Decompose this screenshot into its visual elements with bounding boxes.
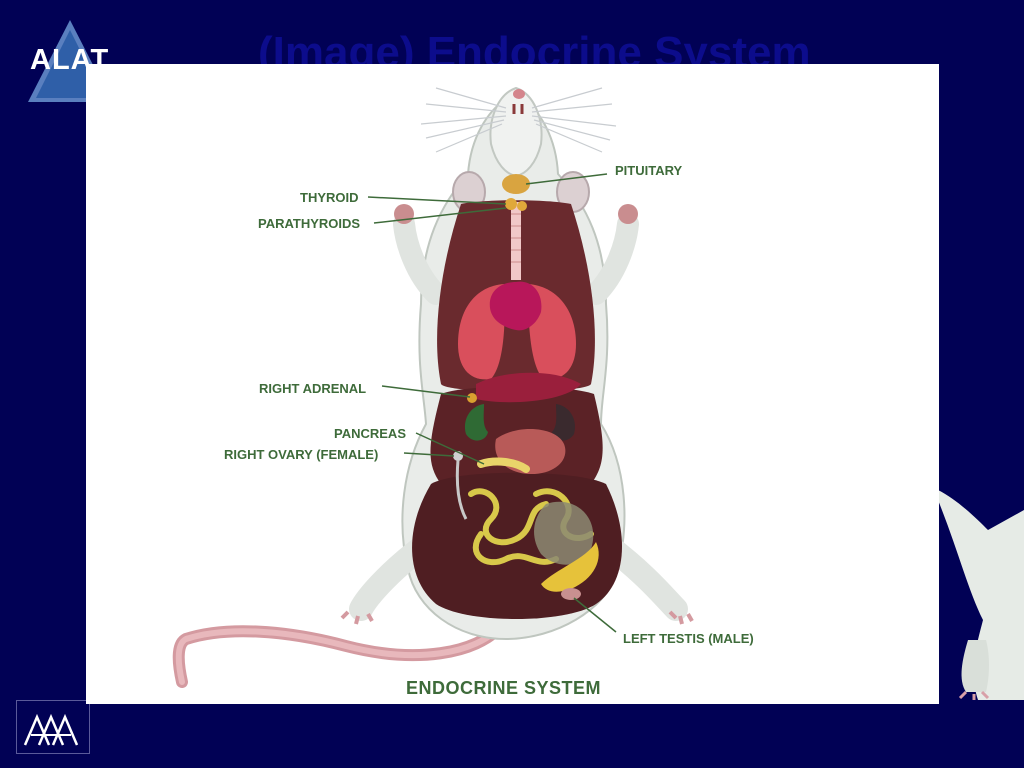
- side-rat-image: [938, 470, 1024, 700]
- label-thyroid: THYROID: [300, 190, 359, 205]
- diagram-caption: ENDOCRINE SYSTEM: [406, 678, 602, 698]
- label-parathyroids: PARATHYROIDS: [258, 216, 361, 231]
- label-right-adrenal: RIGHT ADRENAL: [259, 381, 367, 396]
- label-left-testis: LEFT TESTIS (MALE): [623, 631, 754, 646]
- label-pancreas: PANCREAS: [334, 426, 406, 441]
- footer-logo-icon: [16, 700, 90, 754]
- label-right-ovary: RIGHT OVARY (FEMALE): [224, 447, 379, 462]
- label-pituitary: PITUITARY: [615, 163, 683, 178]
- diagram-panel: PITUITARY THYROID PARATHYROIDS RIGHT ADR…: [86, 64, 939, 704]
- rat-illustration: [172, 86, 694, 688]
